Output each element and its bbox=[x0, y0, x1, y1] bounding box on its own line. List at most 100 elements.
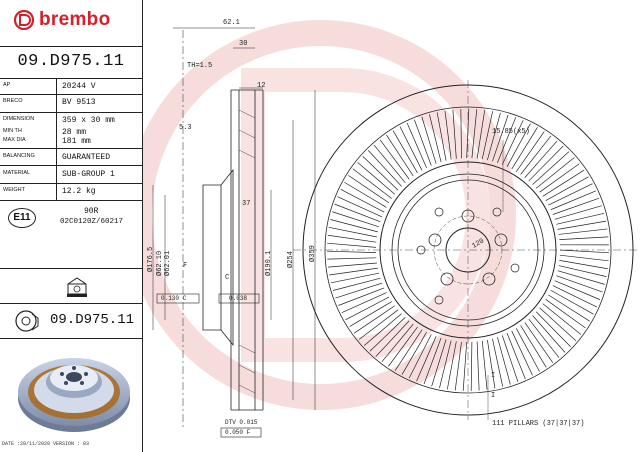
tolerance-right: 0.038 bbox=[229, 295, 248, 302]
brand-name: brembo bbox=[39, 9, 111, 30]
vane-line bbox=[497, 337, 511, 385]
brand-logo: brembo bbox=[14, 9, 110, 31]
vane-line bbox=[401, 331, 427, 375]
vane-line bbox=[373, 144, 406, 183]
vane-line bbox=[386, 134, 414, 177]
vane-line bbox=[344, 181, 387, 208]
vane-line bbox=[367, 150, 402, 187]
vane-line bbox=[358, 309, 399, 340]
dim-dia-176-5: Ø176.5 bbox=[147, 246, 155, 272]
vane-line bbox=[330, 272, 380, 284]
spec-value: 181 mm bbox=[62, 137, 91, 146]
spec-value: 28 mm bbox=[62, 128, 87, 137]
vane-line bbox=[460, 109, 462, 159]
vane-line bbox=[558, 265, 607, 277]
vane-line bbox=[329, 267, 378, 276]
vane-line bbox=[559, 254, 609, 262]
vane-line bbox=[452, 109, 457, 159]
vane-line bbox=[535, 157, 575, 189]
front-view-disc bbox=[293, 80, 640, 420]
vane-line bbox=[558, 228, 608, 235]
spec-value: 359 x 30 mm bbox=[62, 116, 115, 125]
vane-line bbox=[559, 236, 609, 240]
vane-line bbox=[557, 220, 607, 230]
vane-line bbox=[524, 322, 554, 363]
vane-line bbox=[414, 119, 432, 166]
vane-line bbox=[506, 123, 531, 167]
vane-line bbox=[462, 341, 468, 391]
spec-key: MATERIAL bbox=[3, 170, 31, 176]
vane-line bbox=[327, 257, 377, 260]
vane-line bbox=[352, 168, 392, 199]
vane-line bbox=[470, 341, 473, 391]
vane-line bbox=[394, 329, 423, 371]
flatness-label: 0.050 F bbox=[225, 429, 251, 436]
spec-value: 20244 V bbox=[62, 82, 96, 91]
vane-line bbox=[501, 335, 519, 382]
vane-line bbox=[335, 282, 383, 299]
disc-product-image bbox=[14, 346, 138, 443]
vane-line bbox=[439, 340, 452, 389]
vane-line bbox=[338, 287, 385, 306]
vane-line bbox=[545, 299, 586, 329]
dim-dia-62-10: Ø62.10 bbox=[156, 250, 164, 276]
vane-line bbox=[357, 162, 396, 195]
spec-value: SUB-GROUP 1 bbox=[62, 170, 115, 179]
vane-line bbox=[421, 116, 437, 164]
spec-key: MAX DIA bbox=[3, 137, 26, 143]
vane-line bbox=[340, 189, 385, 213]
vane-line bbox=[552, 285, 598, 308]
vane-line bbox=[429, 114, 442, 163]
vane-line bbox=[328, 226, 377, 238]
vane-line bbox=[511, 330, 533, 376]
vane-line bbox=[392, 130, 418, 174]
vane-line bbox=[375, 320, 410, 357]
vane-line bbox=[364, 313, 402, 346]
vane-line bbox=[369, 317, 406, 352]
vane-line bbox=[362, 155, 399, 191]
holes-label: 15.85(x5) bbox=[492, 128, 530, 136]
vane-line bbox=[532, 315, 566, 353]
vane-line bbox=[379, 139, 410, 180]
vane-line bbox=[492, 114, 509, 162]
vane-line bbox=[349, 301, 392, 327]
vane-line bbox=[528, 145, 564, 182]
vane-line bbox=[556, 275, 603, 293]
dim-dia-62-01: Ø62.01 bbox=[164, 250, 172, 276]
packaging-icon bbox=[64, 274, 90, 303]
info-panel: brembo 09.D975.11 AP 20244 V BRECO BV 95… bbox=[0, 0, 143, 452]
vane-line bbox=[556, 212, 605, 225]
spec-key: MIN TH bbox=[3, 128, 22, 134]
vane-line bbox=[326, 250, 377, 253]
mark-i-2: I bbox=[491, 392, 496, 400]
vane-line bbox=[520, 325, 547, 368]
disc-mini-icon bbox=[14, 308, 42, 339]
vane-line bbox=[552, 197, 600, 215]
vane-line bbox=[381, 323, 414, 362]
vane-line bbox=[554, 280, 601, 300]
spec-key: AP bbox=[3, 82, 11, 88]
dtv-label: DTV 0.015 bbox=[225, 419, 258, 426]
spec-key: BALANCING bbox=[3, 153, 35, 159]
vane-line bbox=[476, 341, 480, 391]
spec-value: 12.2 kg bbox=[62, 187, 96, 196]
vane-line bbox=[406, 122, 427, 168]
vane-line bbox=[345, 296, 390, 321]
vane-line bbox=[550, 190, 597, 211]
vane-line bbox=[444, 110, 452, 160]
vane-line bbox=[431, 339, 447, 387]
vane-line bbox=[416, 336, 437, 382]
spec-key: BRECO bbox=[3, 98, 23, 104]
dim-dia-359: Ø359 bbox=[309, 245, 317, 262]
approval-numbers: 02C0120Z/60217 bbox=[60, 218, 124, 226]
dim-dia-190-1: Ø190.1 bbox=[265, 250, 273, 276]
technical-drawing: 62.1 30 TH=1.5 12 5.3 37 Ø176.5 Ø62.10 Ø… bbox=[143, 0, 640, 452]
vane-line bbox=[476, 109, 486, 159]
vane-line bbox=[454, 341, 462, 391]
spec-key: WEIGHT bbox=[3, 187, 25, 193]
vane-line bbox=[332, 277, 381, 291]
vane-line bbox=[539, 307, 577, 342]
footer-date-version: DATE :20/11/2020 VERSION : 03 bbox=[2, 441, 90, 447]
vane-line bbox=[511, 127, 538, 170]
vane-line bbox=[515, 131, 545, 172]
